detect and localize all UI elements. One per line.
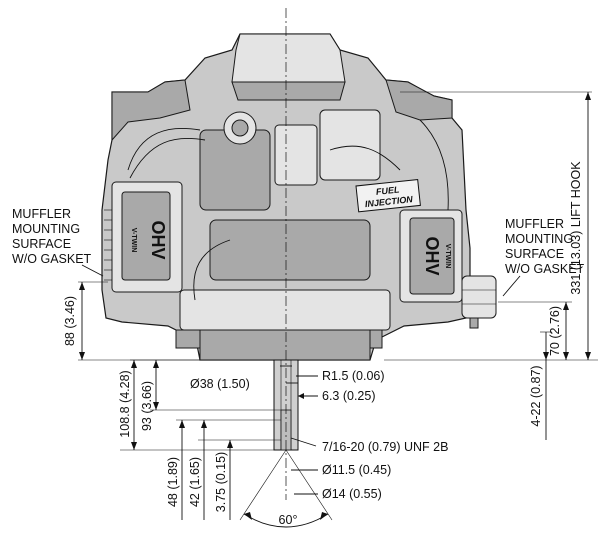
shaft-radius-callout: R1.5 (0.06): [296, 369, 385, 383]
muffler-left-line-4: W/O GASKET: [12, 252, 92, 266]
muffler-label-left: MUFFLER MOUNTING SURFACE W/O GASKET: [12, 207, 104, 277]
h48-value: 48 (1.89): [166, 457, 180, 507]
muffler-right-line-3: SURFACE: [505, 247, 564, 261]
key-width-callout: 6.3 (0.25): [298, 389, 376, 403]
engine-illustration: OHV V-TWIN OHV V-TWIN FUEL INJECTION: [101, 33, 497, 361]
thread-callout: 7/16-20 (0.79) UNF 2B: [290, 437, 448, 454]
dia11-value: Ø11.5 (0.45): [322, 463, 391, 477]
lift-hook-dimension: 331 (13.03) LIFT HOOK: [384, 91, 598, 361]
diameter-11-callout: Ø11.5 (0.45): [291, 463, 391, 477]
muffler-right-line-2: MOUNTING: [505, 232, 573, 246]
fuel-label: FUEL: [375, 185, 399, 197]
right-range-value: 4-22 (0.87): [529, 365, 543, 426]
ohv-label-left: OHV: [148, 220, 168, 259]
shaft-diameter-38-callout: Ø38 (1.50): [190, 377, 298, 391]
right-height-value: 70 (2.76): [548, 306, 562, 356]
dia38-value: Ø38 (1.50): [190, 377, 250, 391]
v-twin-label-right: V-TWIN: [444, 244, 451, 269]
thread-value: 7/16-20 (0.79) UNF 2B: [322, 440, 448, 454]
muffler-right-line-1: MUFFLER: [505, 217, 564, 231]
h375-value: 3.75 (0.15): [214, 452, 228, 512]
muffler-left-line-3: SURFACE: [12, 237, 71, 251]
angle-value: 60°: [279, 513, 298, 527]
h42-value: 42 (1.65): [188, 457, 202, 507]
taper-angle-dimension: 60°: [239, 449, 333, 528]
muffler-left-line-1: MUFFLER: [12, 207, 71, 221]
diameter-14-callout: Ø14 (0.55): [294, 487, 382, 501]
right-muffler-height-dimension: 70 (2.76): [498, 301, 572, 360]
muffler-left-line-2: MOUNTING: [12, 222, 80, 236]
radius-value: R1.5 (0.06): [322, 369, 385, 383]
h108-value: 108.8 (4.28): [118, 370, 132, 437]
left-height-value: 88 (3.46): [63, 296, 77, 346]
right-range-dimension: 4-22 (0.87): [529, 331, 552, 440]
cooling-fins-left: [104, 209, 112, 281]
lift-hook-value: 331 (13.03) LIFT HOOK: [569, 161, 583, 295]
muffler-right-line-4: W/O GASKET: [505, 262, 585, 276]
ohv-label-right: OHV: [422, 236, 442, 275]
fuel-injection-plate: FUEL INJECTION: [355, 178, 421, 213]
dia14-value: Ø14 (0.55): [322, 487, 382, 501]
h93-value: 93 (3.66): [140, 381, 154, 431]
muffler-label-right: MUFFLER MOUNTING SURFACE W/O GASKET: [502, 217, 585, 297]
key-width-value: 6.3 (0.25): [322, 389, 376, 403]
v-twin-label-left: V-TWIN: [130, 228, 137, 253]
shaft-height-dimensions: 108.8 (4.28) 93 (3.66) 48 (1.89) 42 (1.6…: [118, 359, 281, 520]
